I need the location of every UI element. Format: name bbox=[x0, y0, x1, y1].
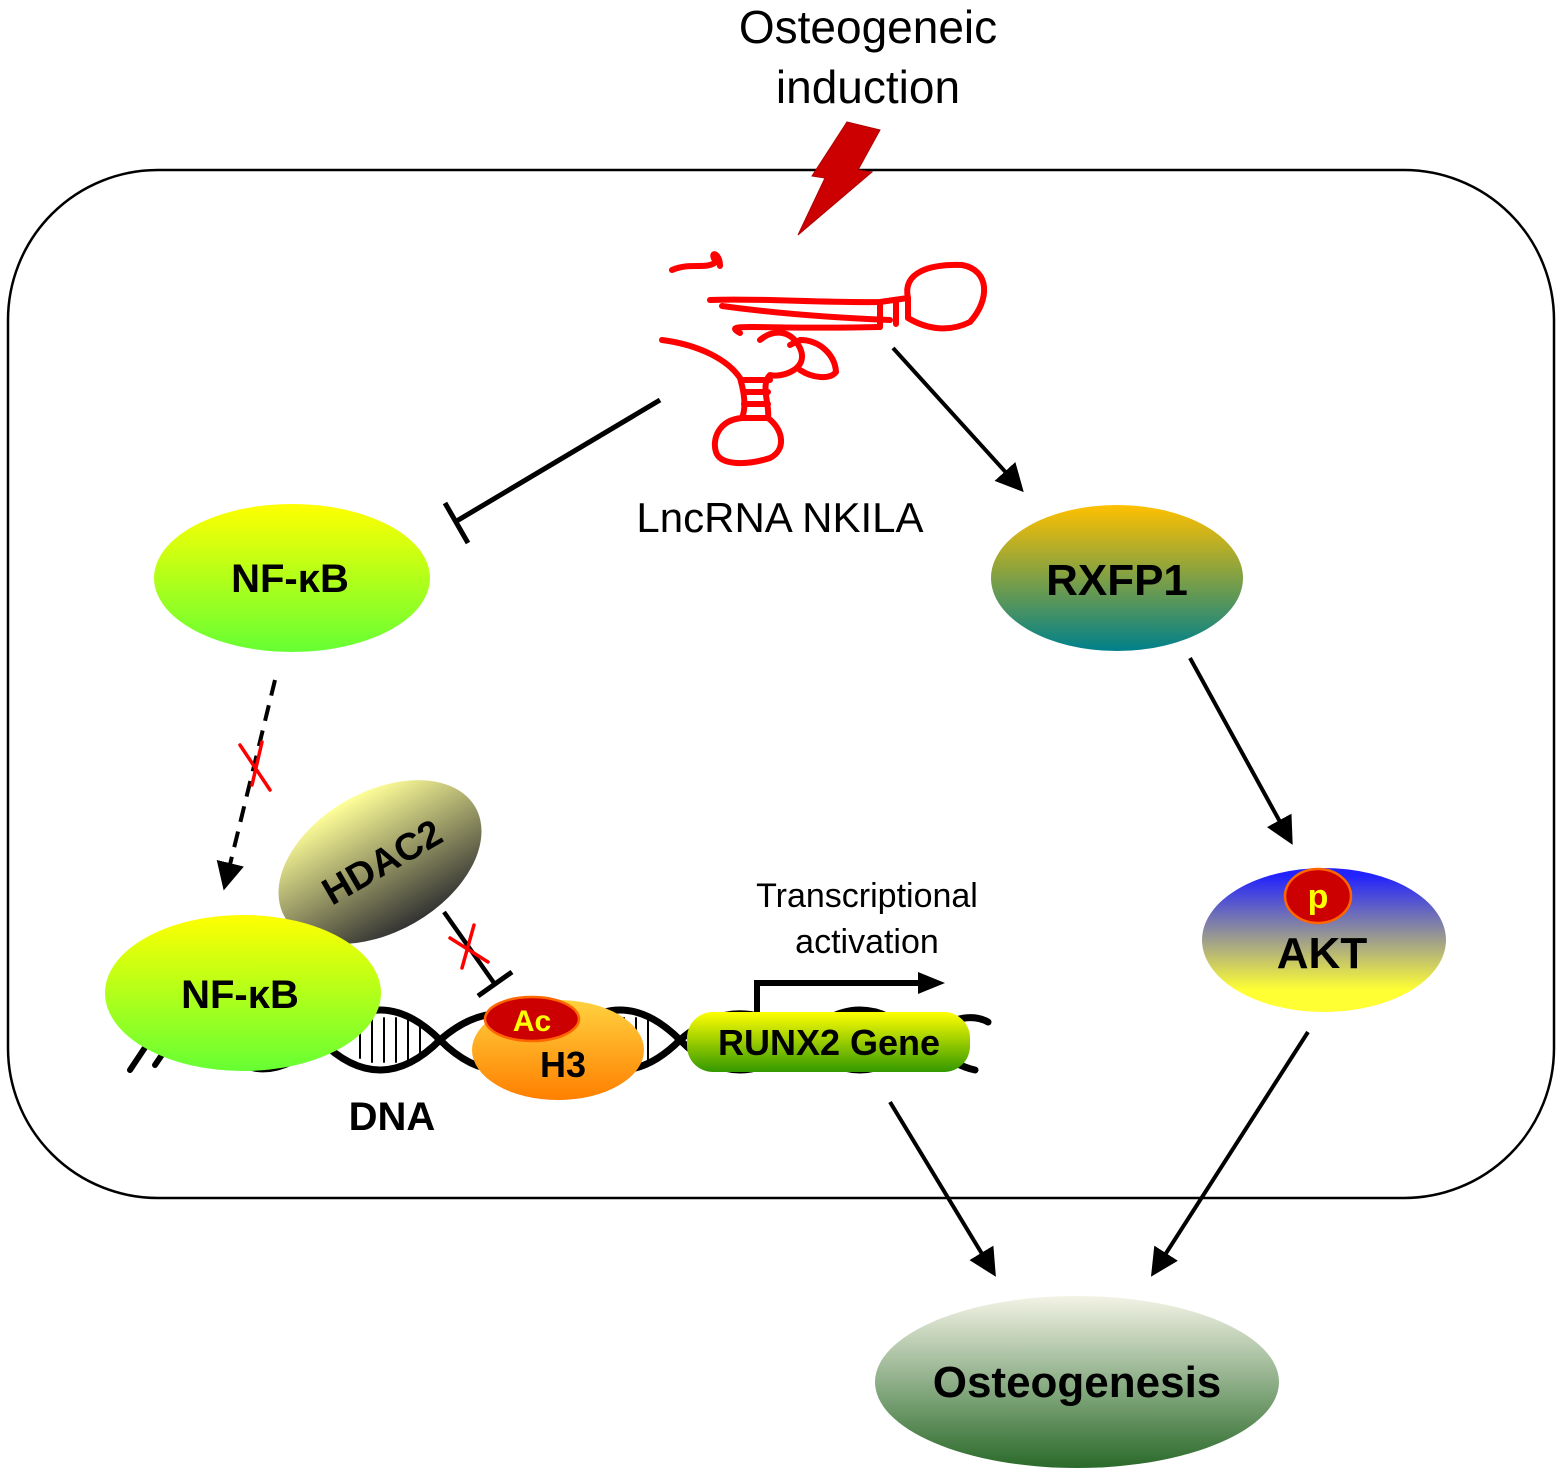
transcription-label-line2: activation bbox=[795, 923, 939, 961]
dna-label: DNA bbox=[349, 1095, 436, 1139]
rxfp1-node bbox=[991, 505, 1243, 651]
hdac2-inhibits-h3-bar bbox=[476, 969, 514, 999]
runx2-gene-box bbox=[687, 1012, 970, 1072]
nkila-activates-rxfp1-arrow bbox=[891, 346, 1024, 493]
rxfp1-activates-akt-arrow bbox=[1188, 657, 1293, 845]
osteogenesis-label: Osteogenesis bbox=[933, 1358, 1222, 1407]
transcription-label-line1: Transcriptional bbox=[756, 877, 978, 915]
nfkb-cytoplasmic-node bbox=[154, 504, 430, 652]
cell-membrane bbox=[6, 168, 1556, 1200]
akt-to-osteogenesis-arrow bbox=[1150, 1030, 1310, 1277]
runx2-to-osteogenesis-arrow bbox=[888, 1100, 996, 1277]
h3-label: H3 bbox=[540, 1044, 586, 1085]
rxfp1-label: RXFP1 bbox=[1046, 556, 1188, 605]
blocked-translocation-x-icon bbox=[238, 740, 272, 792]
lncrna-nkila-structure-icon bbox=[659, 251, 987, 467]
nfkb-translocation-dashed-arrow bbox=[216, 679, 277, 891]
lncrna-label: LncRNA NKILA bbox=[636, 494, 923, 541]
nfkb-nuclear-label: NF-κB bbox=[181, 973, 299, 1017]
stimulus-label-line2: induction bbox=[776, 61, 960, 113]
akt-node bbox=[1202, 868, 1446, 1012]
transcription-arrowhead bbox=[918, 972, 945, 994]
stimulus-label-line1: Osteogeneic bbox=[739, 1, 997, 53]
nkila-inhibits-nfkb-bar bbox=[442, 501, 471, 545]
transcription-start-arrow bbox=[754, 980, 920, 1012]
phospho-mark-badge bbox=[1283, 867, 1353, 925]
nfkb-nuclear-node bbox=[105, 915, 381, 1071]
akt-label: AKT bbox=[1277, 929, 1368, 978]
blocked-deacetylation-x-icon bbox=[448, 923, 490, 970]
hdac2-node bbox=[278, 780, 482, 944]
acetyl-mark-label: Ac bbox=[513, 1005, 551, 1038]
acetyl-mark-badge bbox=[483, 995, 581, 1043]
nkila-inhibits-nfkb-line bbox=[453, 397, 662, 525]
nfkb-cytoplasmic-label: NF-κB bbox=[231, 557, 349, 601]
lightning-bolt-icon bbox=[797, 121, 881, 236]
osteogenesis-node bbox=[875, 1296, 1279, 1468]
phospho-mark-label: p bbox=[1308, 878, 1329, 916]
runx2-gene-label: RUNX2 Gene bbox=[718, 1022, 940, 1063]
